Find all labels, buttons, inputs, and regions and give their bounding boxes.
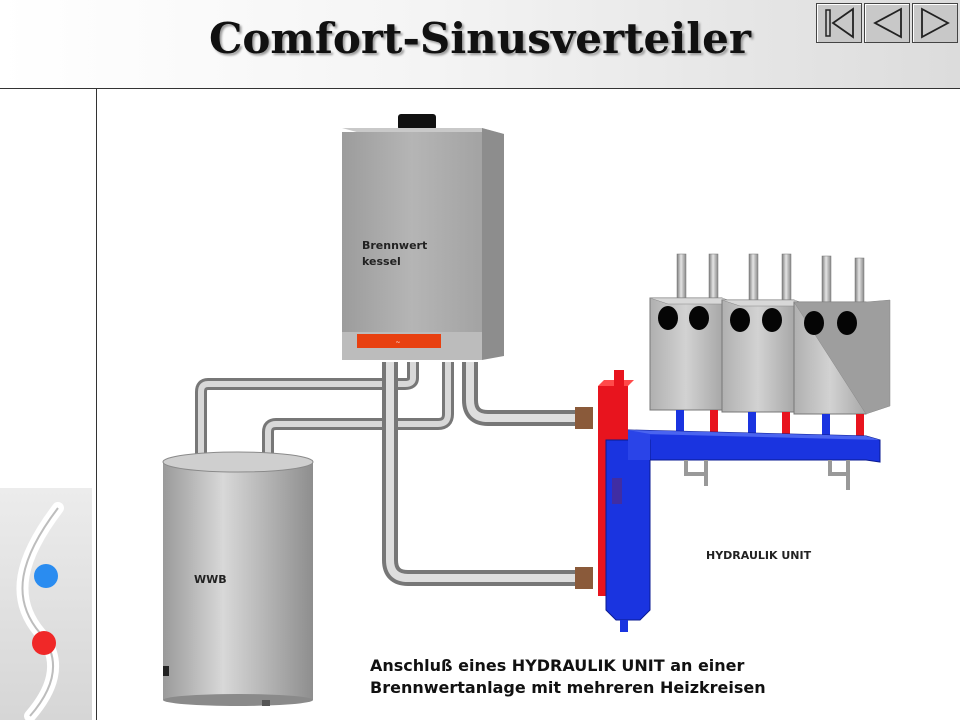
next-icon: [921, 7, 950, 39]
pump-box-1: [649, 297, 741, 411]
hot-water-tank: [162, 451, 314, 706]
caption-line-2: Brennwertanlage mit mehreren Heizkreisen: [370, 678, 766, 697]
diagram-caption: Anschluß eines HYDRAULIK UNIT an einer B…: [370, 655, 850, 699]
slide-title: Comfort-Sinusverteiler: [208, 14, 752, 63]
sidebar-divider: [96, 88, 97, 720]
previous-slide-button[interactable]: [864, 3, 910, 43]
boiler-label: Brennwert kessel: [362, 239, 428, 268]
slide-header: Comfort-Sinusverteiler: [0, 0, 960, 89]
pipe-boiler-to-tank-lower: [262, 362, 454, 458]
return-connector: [575, 567, 593, 589]
svg-text:~: ~: [395, 339, 400, 346]
boiler-flue: [398, 114, 436, 130]
logo: [0, 488, 92, 722]
previous-icon: [873, 7, 902, 39]
pump-box-2: [721, 299, 813, 413]
pipe-boiler-return: [382, 362, 592, 586]
logo-blue-dot: [34, 564, 58, 588]
pipe-boiler-to-tank-upper: [195, 362, 419, 458]
flow-connector: [575, 407, 593, 429]
logo-red-dot: [32, 631, 56, 655]
tank-label: WWB: [194, 573, 227, 586]
condensing-boiler: ~: [342, 114, 504, 360]
hydraulic-unit-label: HYDRAULIK UNIT: [706, 549, 812, 562]
pump-box-3: [793, 299, 891, 415]
skip-to-first-icon: [825, 7, 854, 39]
hydraulic-unit: [598, 370, 881, 632]
boiler-control-panel: [357, 334, 441, 348]
pump-groups: [649, 253, 891, 436]
next-slide-button[interactable]: [912, 3, 958, 43]
caption-line-1: Anschluß eines HYDRAULIK UNIT an einer: [370, 656, 745, 675]
first-slide-button[interactable]: [816, 3, 862, 43]
pipe-boiler-flow: [462, 362, 592, 426]
